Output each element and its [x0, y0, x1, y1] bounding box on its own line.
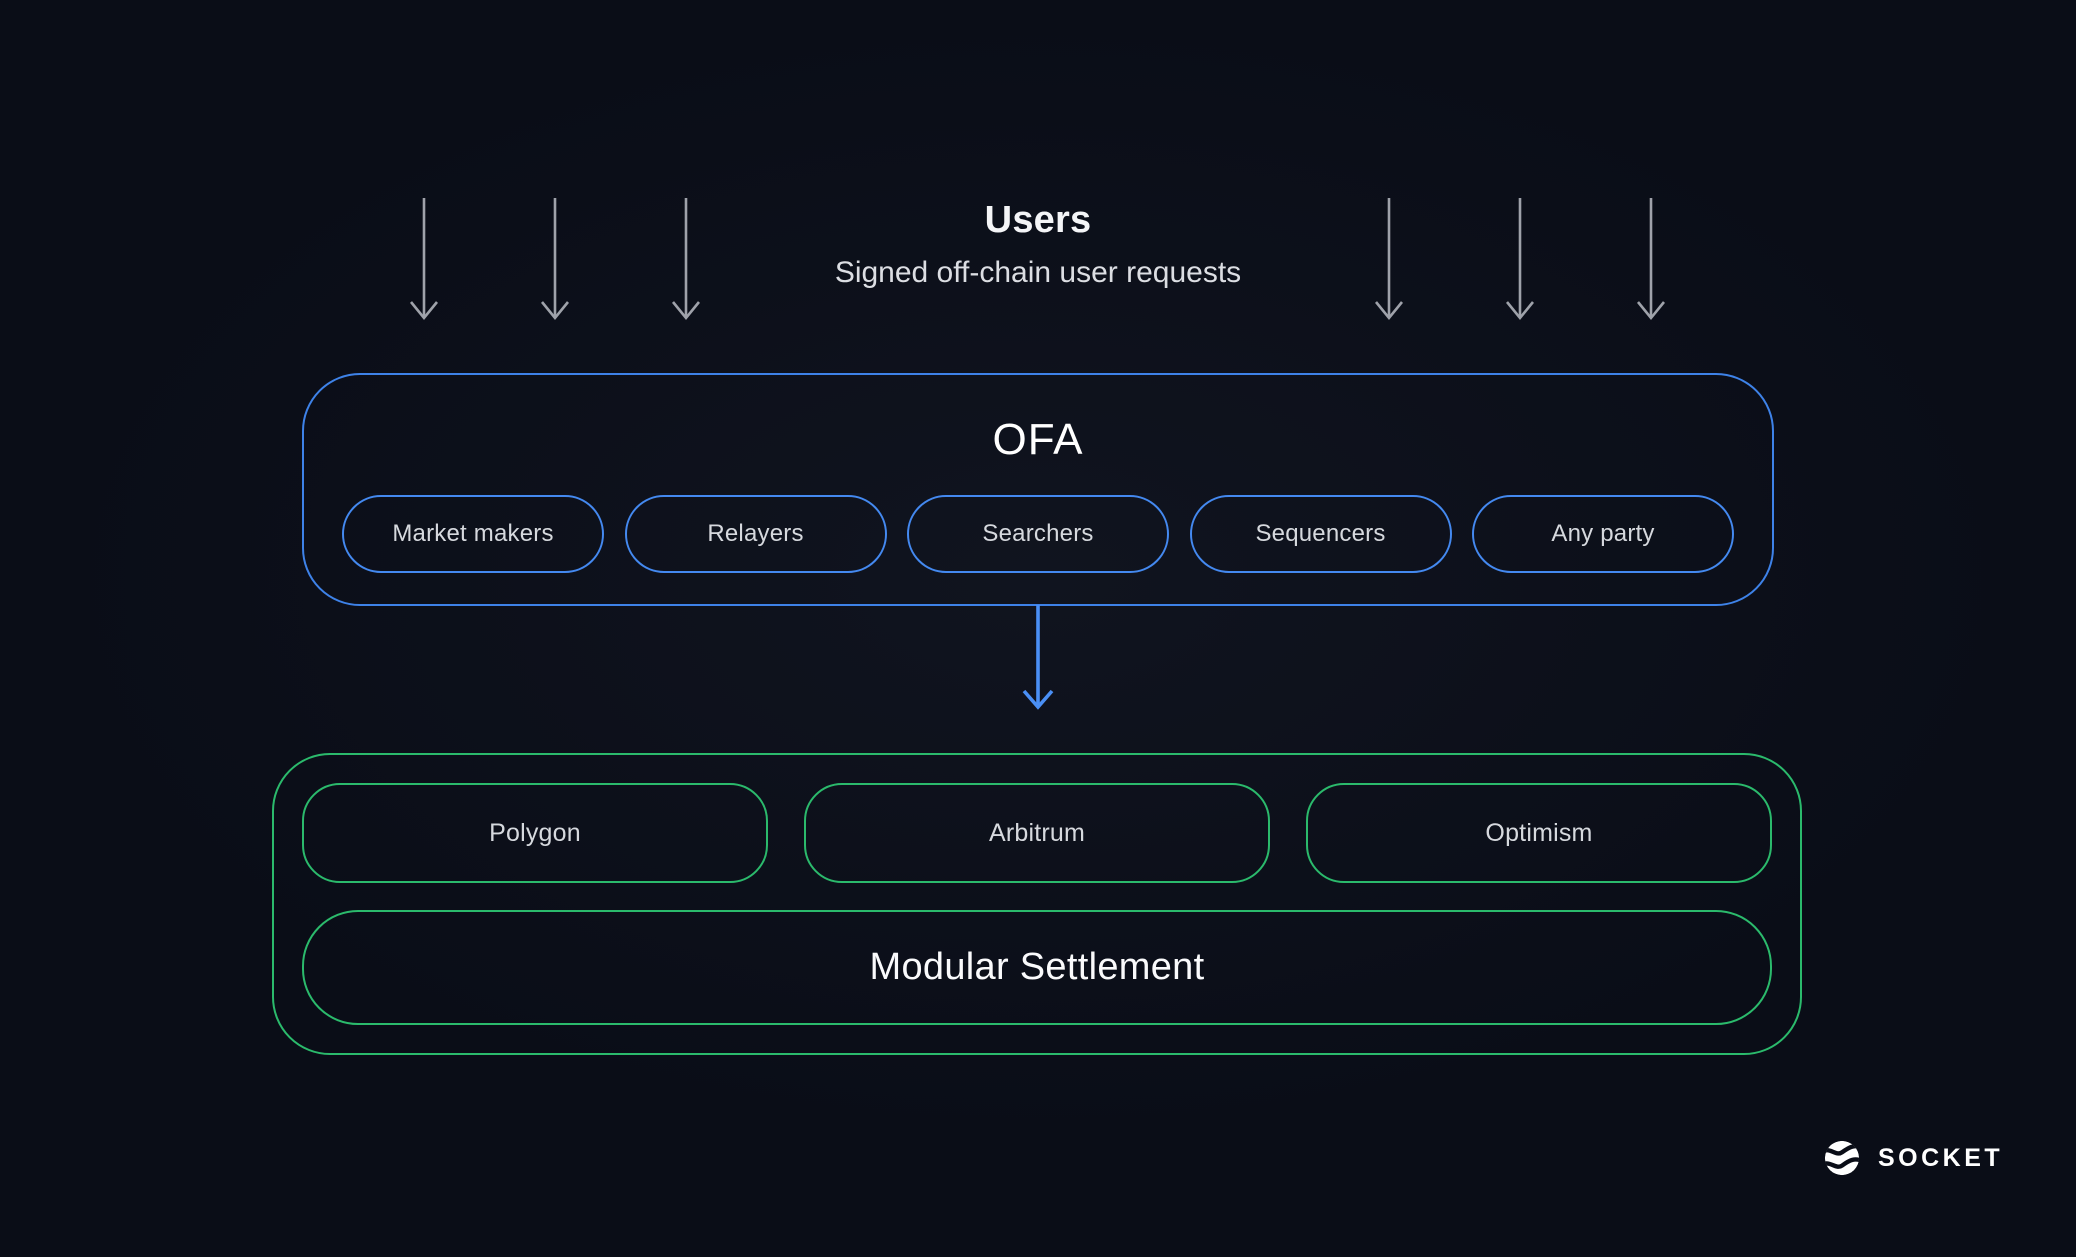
down-arrow-icon [1022, 605, 1054, 710]
ofa-participants-row: Market makers Relayers Searchers Sequenc… [342, 495, 1734, 573]
ofa-pill-relayers: Relayers [624, 495, 887, 573]
chain-pill-polygon: Polygon [302, 783, 768, 883]
down-arrow-icon [1505, 198, 1535, 321]
down-arrow-icon [409, 198, 439, 321]
ofa-container: OFA Market makers Relayers Searchers Seq… [302, 373, 1774, 606]
ofa-pill-market-makers: Market makers [342, 495, 604, 573]
ofa-pill-any-party: Any party [1472, 495, 1734, 573]
down-arrow-icon [1636, 198, 1666, 321]
users-title: Users [984, 199, 1092, 241]
brand-logo: SOCKET [1823, 1138, 2003, 1178]
chains-row: Polygon Arbitrum Optimism [302, 783, 1772, 883]
ofa-pill-sequencers: Sequencers [1189, 495, 1452, 573]
chain-pill-optimism: Optimism [1306, 783, 1772, 883]
modular-settlement-bar: Modular Settlement [302, 910, 1772, 1025]
down-arrow-icon [540, 198, 570, 321]
chain-pill-arbitrum: Arbitrum [804, 783, 1270, 883]
down-arrow-icon [671, 198, 701, 321]
settlement-container: Polygon Arbitrum Optimism Modular Settle… [272, 753, 1802, 1055]
ofa-pill-searchers: Searchers [907, 495, 1169, 573]
brand-wordmark: SOCKET [1878, 1143, 2004, 1172]
down-arrow-icon [1374, 198, 1404, 321]
users-subtitle: Signed off-chain user requests [834, 256, 1242, 289]
users-header: Users Signed off-chain user requests [738, 198, 1338, 290]
socket-wave-icon [1824, 1140, 1860, 1176]
ofa-title: OFA [992, 415, 1084, 464]
